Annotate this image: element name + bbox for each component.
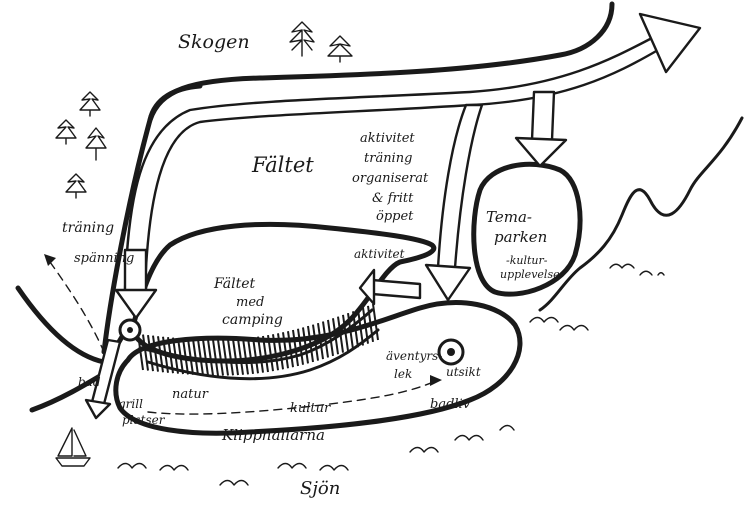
label-sjon: Sjön [300, 478, 340, 499]
ridge-hatch-mark [202, 339, 209, 376]
viewpoint-icon [437, 338, 465, 366]
tree-icon [289, 21, 315, 57]
label-kultur-line: upplevelser [500, 268, 566, 281]
label-aktivitet-mid: aktivitet [354, 247, 405, 261]
label-natur: natur [172, 387, 209, 402]
label-kultur-lower: kultur [290, 401, 331, 416]
ridge-hatch-mark [217, 339, 224, 376]
arrow-to-sjon [84, 338, 122, 420]
arrow-to-temaparken [514, 90, 568, 168]
ridge-hatch-mark [192, 338, 199, 376]
label-camping-line: Fältet [213, 276, 255, 292]
trail-lower-arrowhead [430, 375, 442, 386]
label-grill-block: grill platser [118, 397, 166, 427]
ridge-hatch-mark [287, 331, 294, 368]
ridge-hatch-mark [257, 336, 264, 373]
label-badliv: badliv [430, 397, 471, 412]
label-traning: träning [62, 220, 114, 236]
ridge-hatch-mark [327, 319, 334, 357]
label-grill-line: platser [122, 413, 166, 427]
label-klipphallarna: Klipphällarna [221, 426, 325, 444]
temaparken-outline [471, 161, 583, 297]
ridge-hatch-mark [357, 309, 364, 346]
ridge-line-b [146, 328, 380, 381]
label-camping-line: camping [222, 312, 283, 328]
viewpoint-icon [118, 318, 142, 342]
ridge-hatch-mark [297, 328, 304, 365]
ridge-line-a [138, 308, 374, 365]
ridge-hatch-mark [347, 312, 354, 350]
arrow-aktivitet-left [358, 268, 422, 306]
tree-icon [79, 91, 101, 117]
label-camping-line: med [236, 295, 264, 310]
ridge-hatch-mark [252, 337, 259, 374]
peninsula-outline [113, 300, 523, 436]
ridge-hatch-mark [212, 339, 219, 376]
ridge-hatch-mark [352, 311, 359, 348]
label-aventyr-block: äventyrs- lek [386, 349, 442, 381]
ridge-hatch-mark [267, 335, 274, 372]
label-grill-line: grill [118, 397, 143, 411]
ridge-hatch-mark [262, 335, 269, 373]
ridge-hatch-mark [272, 334, 279, 371]
label-faltet: Fältet [251, 153, 314, 177]
label-aventyr-line: lek [394, 367, 412, 381]
arrow-to-skogen [123, 12, 702, 292]
label-aktivitet-line: träning [364, 151, 412, 166]
ridge-hatch-mark [277, 333, 284, 370]
right-coast [538, 116, 744, 312]
ridge-hatch-mark [282, 332, 289, 369]
ridge-hatch-mark [312, 324, 319, 361]
ridge-hatch-mark [237, 338, 244, 375]
label-bad: bad [78, 375, 101, 389]
label-temaparken-line: parken [494, 228, 547, 246]
trail-left-arrowhead [44, 254, 56, 266]
label-aktivitet-line: organiserat [352, 171, 429, 186]
label-skogen: Skogen [178, 31, 250, 53]
label-spanning: spänning [74, 251, 134, 266]
label-aktivitet-line: & fritt [372, 191, 414, 206]
ridge-hatch-mark [197, 339, 204, 376]
ridge-hatch-mark [307, 325, 314, 363]
arrow-to-peninsula [424, 103, 484, 302]
sailboat-icon [55, 427, 91, 467]
ridge-hatch-mark [207, 339, 214, 376]
label-temaparken-block: Tema- parken [486, 208, 547, 246]
arrow-to-bad [114, 248, 158, 320]
label-utsikt: utsikt [446, 365, 481, 379]
label-aventyr-line: äventyrs- [386, 349, 442, 363]
label-temaparken-line: Tema- [486, 208, 532, 226]
ridge-hatch-mark [137, 333, 144, 371]
ridge-hatch-mark [227, 339, 234, 376]
label-aktivitet-line: öppet [376, 209, 414, 224]
ridge-hatch-mark [292, 329, 299, 367]
label-kultur-block: -kultur- upplevelser [500, 254, 566, 281]
label-aktivitet-line: aktivitet [360, 131, 415, 146]
ridge-hatch-mark [302, 327, 309, 364]
tree-icon [85, 127, 107, 161]
label-kultur-line: -kultur- [506, 254, 548, 267]
field-outline-upper [147, 83, 203, 123]
ridge-hatch-mark [317, 322, 324, 360]
trail-lower [147, 379, 439, 415]
ridge-hatch-mark [222, 339, 229, 376]
ridge-hatch-mark [247, 337, 254, 375]
label-aktivitet-block: aktivitet träning organiserat & fritt öp… [352, 131, 429, 224]
tree-icon [55, 119, 77, 145]
label-camping-block: Fältet med camping [213, 276, 283, 328]
ridge-hatch-mark [147, 334, 154, 372]
ridge-hatch-mark [322, 321, 329, 358]
tree-icon [327, 35, 353, 63]
ridge-hatch-mark [372, 303, 379, 341]
wave-icon [117, 263, 665, 486]
ridge-hatch-mark [242, 338, 249, 375]
field-outline [101, 1, 615, 355]
ridge-hatch-mark [142, 334, 149, 371]
tree-icon [65, 173, 87, 199]
ridge-hatch-mark [232, 338, 239, 376]
